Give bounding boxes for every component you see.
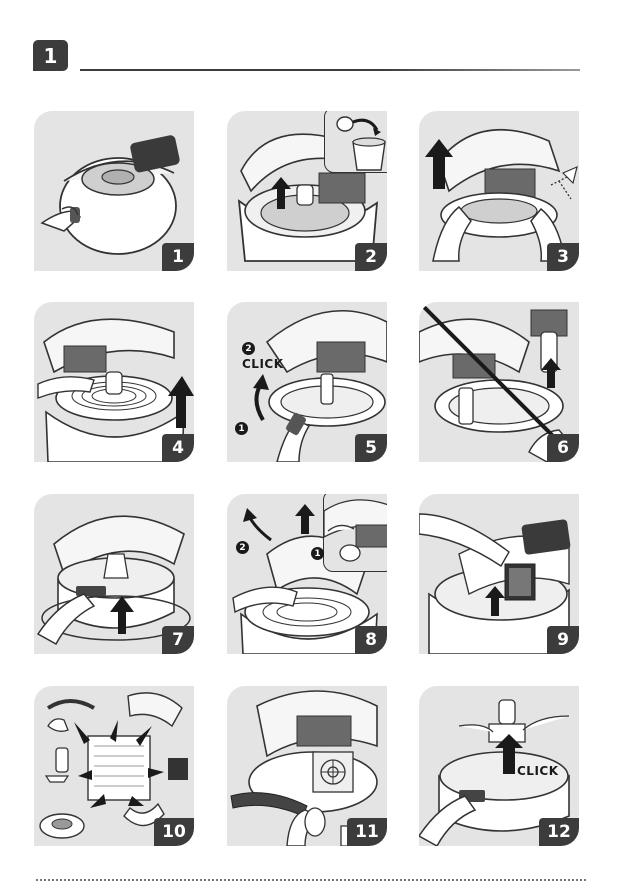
step-number-9: 9 — [547, 626, 579, 654]
step-number-4: 4 — [162, 434, 194, 462]
step-number-7: 7 — [162, 626, 194, 654]
section-number-badge: 1 — [33, 40, 68, 71]
step-panel-1: 1 — [34, 111, 194, 271]
click-label-step-5: CLICK — [242, 357, 284, 371]
step-panel-7: 7 — [34, 494, 194, 654]
step-number-1: 1 — [162, 243, 194, 271]
step-number-6: 6 — [547, 434, 579, 462]
step-number-5: 5 — [355, 434, 387, 462]
step-number-2: 2 — [355, 243, 387, 271]
step-panel-10: 10 — [34, 686, 194, 846]
step-panel-8: 2 1 8 — [227, 494, 387, 654]
bullet-step-8-second: 2 — [236, 541, 249, 554]
step-panel-3: 3 — [419, 111, 579, 271]
paddle-into-cup-icon — [325, 111, 387, 172]
step-panel-5: 2 CLICK 1 5 — [227, 302, 387, 462]
bullet-step-5-second: 2 — [242, 342, 255, 355]
click-label-step-12: CLICK — [517, 764, 559, 778]
step-number-12: 12 — [539, 818, 579, 846]
step-panel-11: 11 — [227, 686, 387, 846]
step-panel-9: 9 — [419, 494, 579, 654]
step-panel-12: CLICK 12 — [419, 686, 579, 846]
step-number-3: 3 — [547, 243, 579, 271]
inset-paddle-into-cup — [324, 111, 387, 173]
footer-dotted-line — [36, 879, 586, 881]
filter-detail-icon — [324, 494, 387, 571]
step-panel-2: 2 — [227, 111, 387, 271]
step-number-8: 8 — [355, 626, 387, 654]
step-number-10: 10 — [154, 818, 194, 846]
bullet-step-5-first: 1 — [235, 422, 248, 435]
section-divider-line — [80, 69, 580, 71]
step-panel-4: 4 — [34, 302, 194, 462]
inset-filter-detail — [323, 494, 387, 572]
bullet-step-8-first: 1 — [311, 547, 324, 560]
step-number-11: 11 — [347, 818, 387, 846]
step-panel-6: 6 — [419, 302, 579, 462]
